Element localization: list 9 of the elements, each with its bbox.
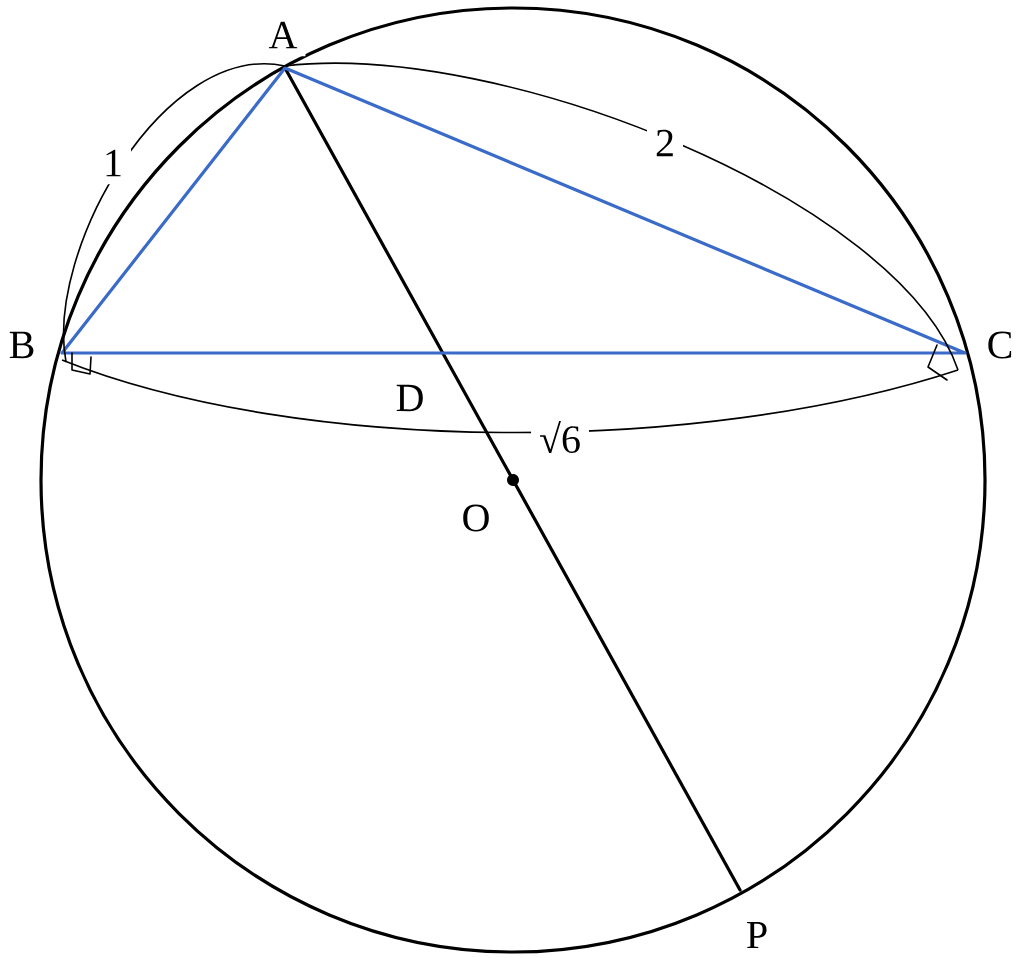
point-label: B: [0, 323, 44, 367]
point-label: A: [260, 13, 306, 57]
length-label: √6: [531, 413, 589, 461]
point-label: P: [737, 913, 777, 957]
point-label: C: [978, 323, 1022, 367]
point-label: O: [453, 496, 499, 540]
length-label: 1: [95, 141, 131, 185]
length-label: 2: [647, 121, 683, 165]
point-label: D: [387, 376, 433, 420]
